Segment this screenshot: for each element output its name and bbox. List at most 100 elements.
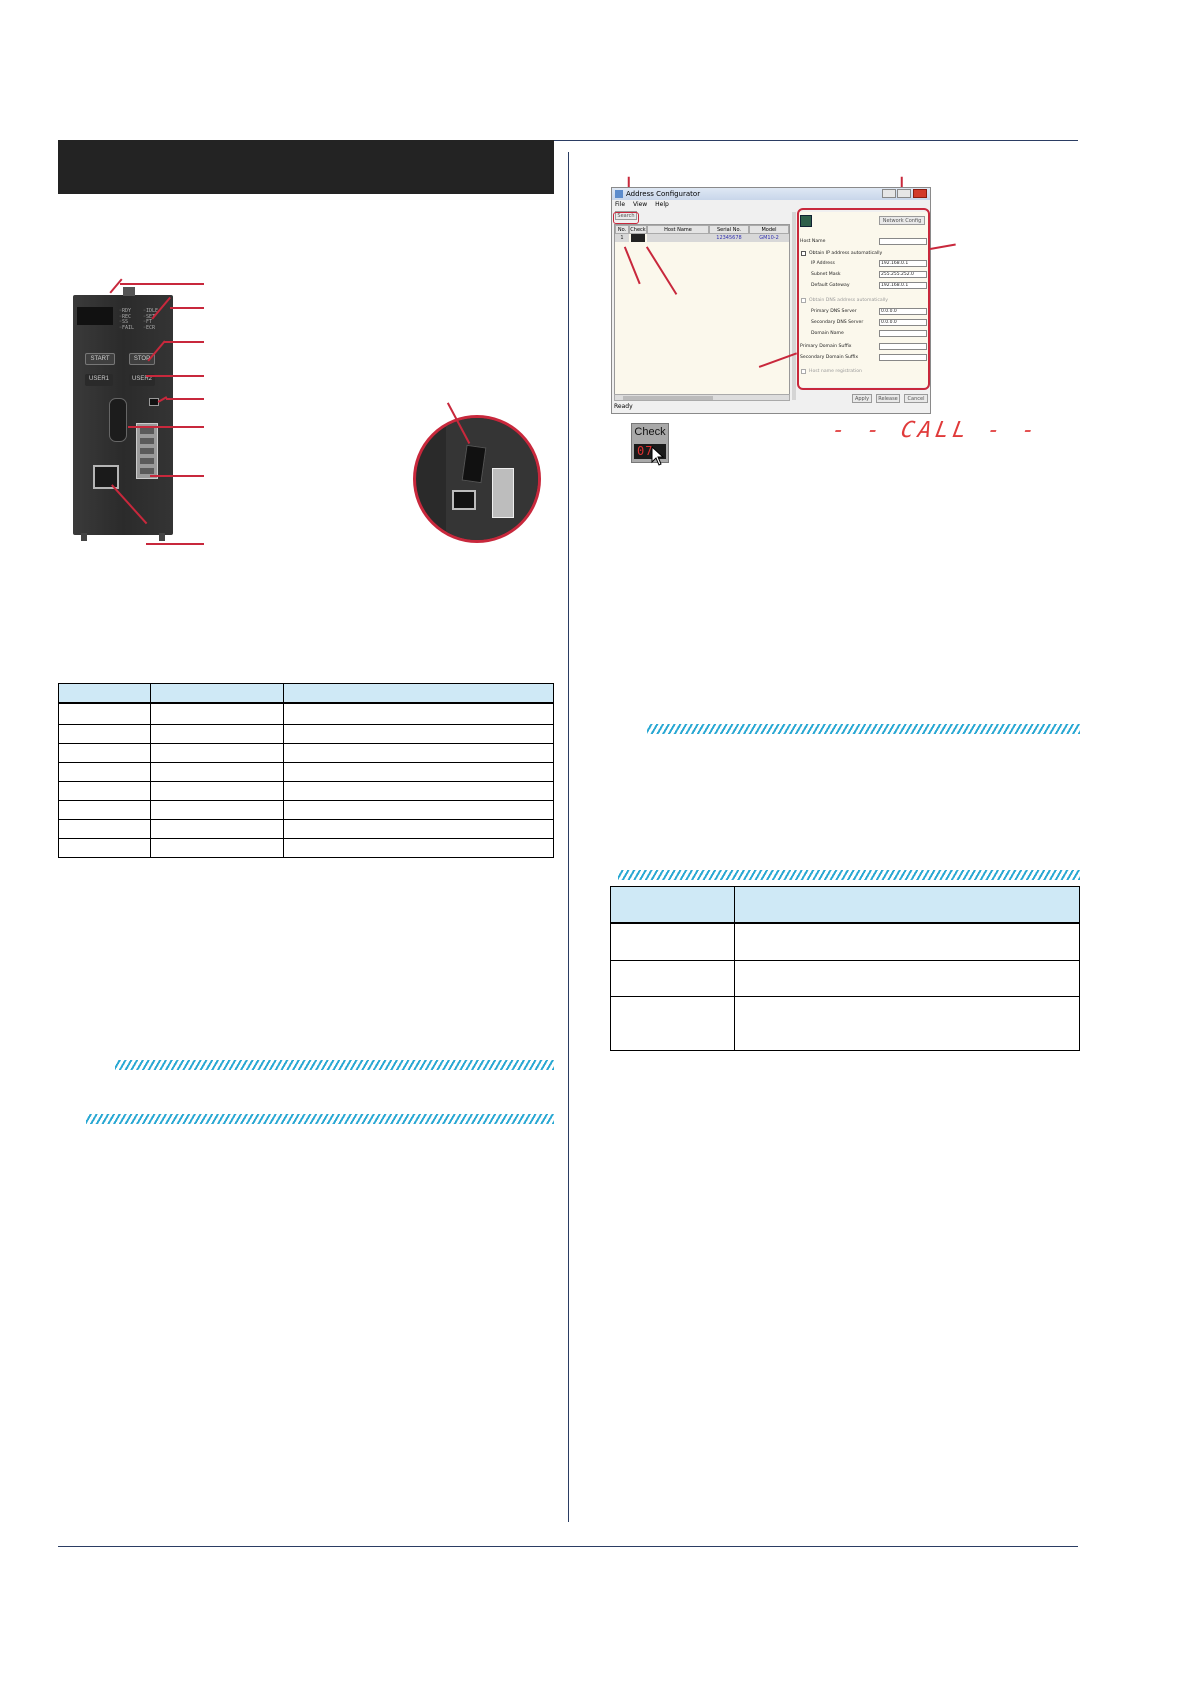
- primary-dns-label: Primary DNS Server: [811, 309, 857, 314]
- device-icon: [800, 215, 812, 227]
- obtain-dns-checkbox[interactable]: [801, 298, 806, 303]
- check-button-label: Check: [634, 426, 666, 438]
- column-header[interactable]: Serial No.: [709, 225, 749, 234]
- led-label: REC: [122, 313, 132, 320]
- callout-line: [146, 375, 204, 377]
- menu-help[interactable]: Help: [655, 201, 669, 208]
- led-labels-right: ◦IDLE ◦SET ◦FT ◦ECR: [143, 308, 159, 331]
- row-host: [647, 234, 709, 242]
- led-label: SS: [122, 319, 129, 325]
- primary-domain-suffix-field[interactable]: [879, 343, 927, 350]
- led-label: FAIL: [122, 324, 135, 331]
- table-row: [610, 996, 1080, 1051]
- row-model: GM10-2: [749, 234, 789, 242]
- column-header[interactable]: Check: [629, 225, 647, 234]
- bottom-rule: [58, 1546, 1078, 1547]
- network-config-button[interactable]: Network Config: [879, 216, 925, 225]
- device-foot: [159, 533, 165, 541]
- table-row-line: [59, 781, 553, 782]
- subnet-mask-field[interactable]: 255.255.252.0: [879, 271, 927, 278]
- window-titlebar: Address Configurator: [612, 188, 930, 200]
- callout-line: [929, 243, 956, 250]
- obtain-ip-label: Obtain IP address automatically: [809, 251, 883, 256]
- ethernet-port: [93, 465, 119, 489]
- release-button[interactable]: Release: [876, 394, 900, 403]
- start-button[interactable]: START: [85, 353, 115, 365]
- hatched-heading-bar: [618, 870, 1080, 880]
- app-icon: [615, 190, 623, 198]
- status-bar-text: Ready: [614, 403, 633, 410]
- minimize-button[interactable]: [882, 189, 896, 198]
- terminal-block: [136, 423, 158, 479]
- status-display-window: [77, 307, 113, 325]
- obtain-ip-checkbox[interactable]: [801, 251, 806, 256]
- device-tab: [123, 287, 135, 296]
- panel-splitter[interactable]: [792, 212, 796, 400]
- device-list-grid: No. Check Host Name Serial No. Model 1 1…: [614, 224, 790, 399]
- default-gateway-label: Default Gateway: [811, 283, 850, 288]
- led-label: SET: [146, 313, 156, 320]
- column-header[interactable]: Host Name: [647, 225, 709, 234]
- host-name-label: Host Name: [800, 239, 826, 244]
- highlight-settings-panel: [797, 208, 930, 390]
- column-divider: [568, 152, 569, 1522]
- highlight-search-button: [613, 212, 639, 224]
- led-label: RDY: [122, 308, 132, 314]
- row-serial: 12345678: [709, 234, 749, 242]
- primary-dns-field[interactable]: 0.0.0.0: [879, 308, 927, 315]
- subnet-mask-label: Subnet Mask: [811, 272, 841, 277]
- led-label: ECR: [146, 324, 156, 331]
- cancel-button[interactable]: Cancel: [904, 394, 928, 403]
- close-button[interactable]: [913, 189, 927, 198]
- table-row-line: [59, 800, 553, 801]
- hatched-heading-bar: [86, 1114, 554, 1124]
- table-row-line: [59, 762, 553, 763]
- column-header[interactable]: No.: [615, 225, 629, 234]
- table-col-divider: [150, 684, 151, 857]
- callout-line: [109, 278, 123, 294]
- table-row: [610, 960, 1080, 997]
- menu-bar: File View Help: [612, 200, 930, 209]
- row-no: 1: [615, 234, 629, 242]
- user2-button[interactable]: USER2: [129, 374, 155, 386]
- table-header: [59, 684, 553, 704]
- obtain-dns-label: Obtain DNS address automatically: [809, 298, 888, 303]
- stop-button[interactable]: STOP: [129, 353, 155, 365]
- table-row-line: [59, 838, 553, 839]
- maximize-button[interactable]: [897, 189, 911, 198]
- default-gateway-field[interactable]: 192.168.0.1: [879, 282, 927, 289]
- spec-table: [58, 683, 554, 858]
- host-name-field[interactable]: [879, 238, 927, 245]
- settings-panel: Network Config Host Name Obtain IP addre…: [797, 212, 929, 387]
- secondary-domain-suffix-label: Secondary Domain Suffix: [800, 355, 859, 360]
- table-col-divider: [283, 684, 284, 857]
- host-registration-label: Host name registration: [809, 369, 862, 374]
- secondary-dns-field[interactable]: 0.0.0.0: [879, 319, 927, 326]
- apply-button[interactable]: Apply: [852, 394, 872, 403]
- domain-name-field[interactable]: [879, 330, 927, 337]
- ip-address-field[interactable]: 192.168.0.1: [879, 260, 927, 267]
- search-button[interactable]: Search: [615, 211, 637, 220]
- hatched-heading-bar: [647, 724, 1080, 734]
- led-labels-left: ◦RDY ◦REC ◦SS ◦FAIL: [119, 308, 135, 331]
- menu-file[interactable]: File: [615, 201, 626, 208]
- menu-view[interactable]: View: [632, 201, 648, 208]
- domain-name-label: Domain Name: [811, 331, 844, 336]
- callout-line: [164, 341, 204, 343]
- user1-button[interactable]: USER1: [85, 374, 113, 386]
- row-check-button[interactable]: [631, 234, 645, 242]
- host-registration-checkbox[interactable]: [801, 369, 806, 374]
- toolbar: Search: [612, 209, 930, 222]
- callout-line: [150, 475, 204, 477]
- table-row-line: [59, 724, 553, 725]
- horizontal-scrollbar[interactable]: [614, 394, 790, 401]
- secondary-domain-suffix-field[interactable]: [879, 354, 927, 361]
- callout-line: [120, 283, 204, 285]
- led-label: FT: [146, 319, 153, 325]
- top-rule: [58, 140, 1078, 141]
- window-title: Address Configurator: [626, 190, 701, 198]
- secondary-dns-label: Secondary DNS Server: [811, 320, 864, 325]
- column-header[interactable]: Model: [749, 225, 789, 234]
- call-display-text: - - CALL - -: [829, 418, 1042, 443]
- led-label: IDLE: [146, 308, 159, 314]
